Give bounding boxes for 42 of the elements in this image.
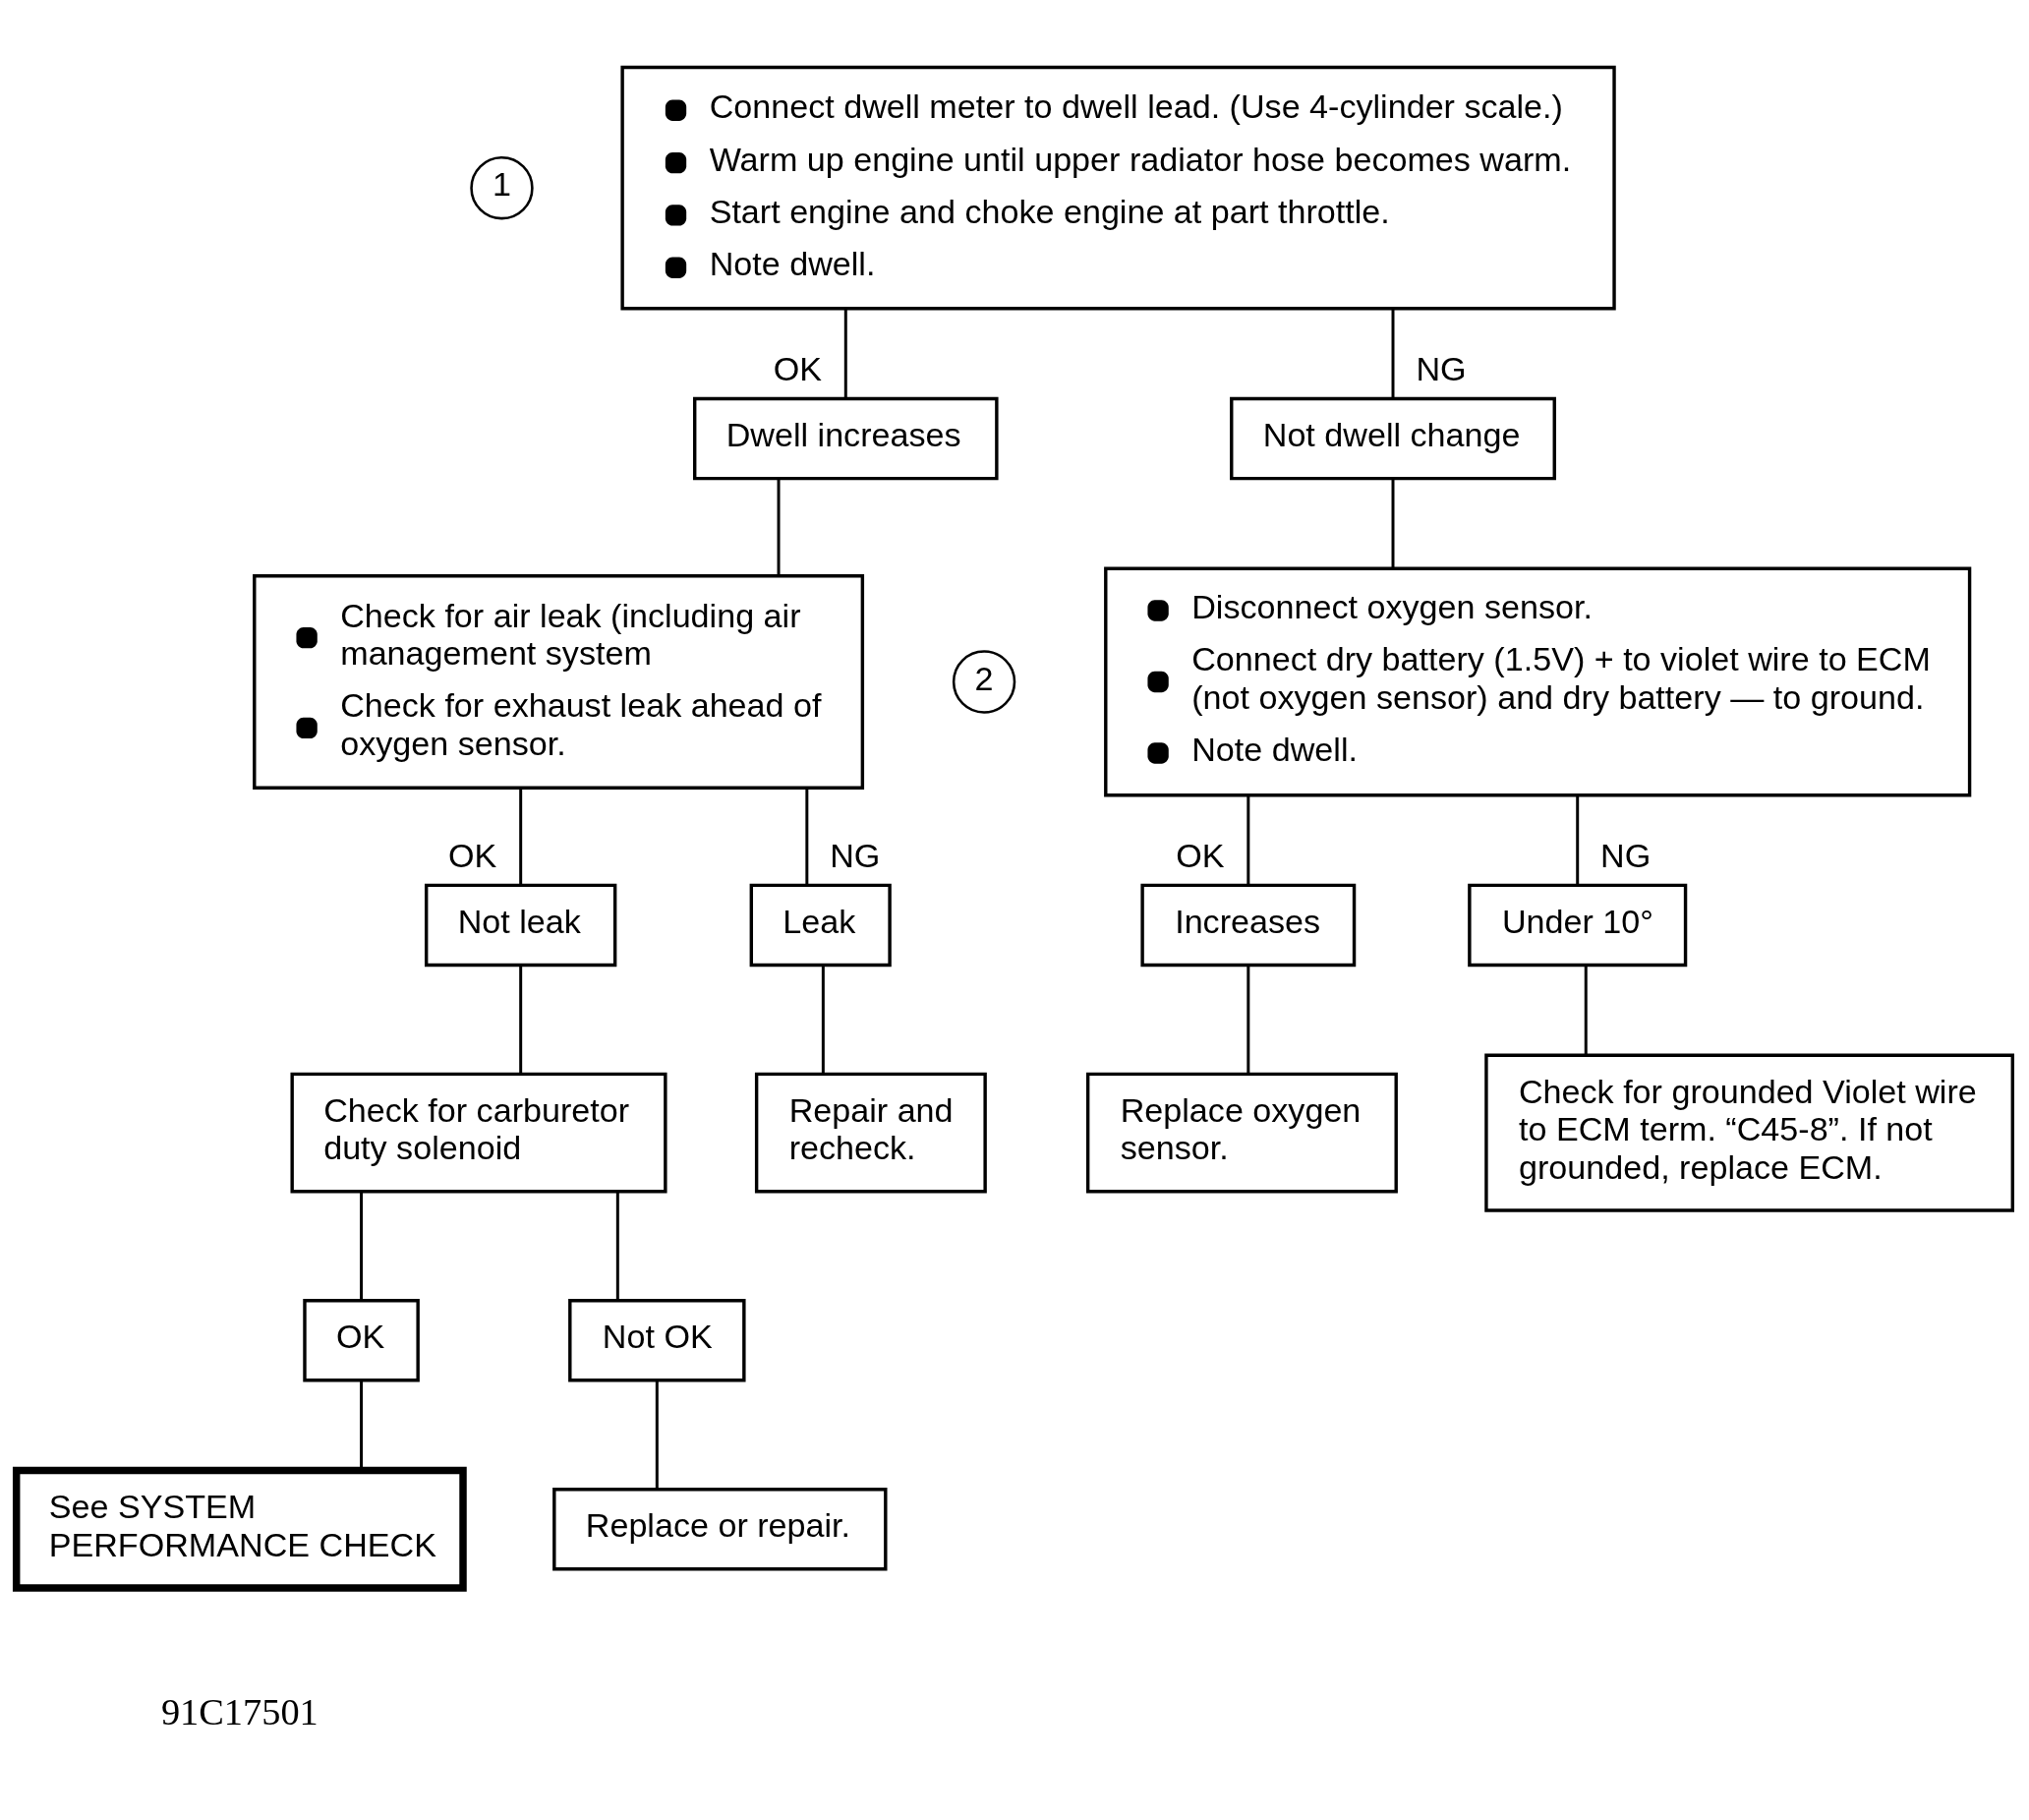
connector xyxy=(1391,478,1395,568)
node-box: Not leak xyxy=(425,883,617,967)
connector xyxy=(1576,794,1580,885)
node-label: 1 xyxy=(492,164,511,203)
node-box: Under 10° xyxy=(1468,883,1688,967)
edge-label: OK xyxy=(773,349,822,387)
node-box: Check for carburetor duty solenoid xyxy=(290,1072,667,1194)
edge-label: OK xyxy=(448,836,497,874)
label: 91C17501 xyxy=(160,1690,319,1732)
connector xyxy=(1246,794,1250,885)
node-box: Leak xyxy=(749,883,892,967)
node-box: See SYSTEM PERFORMANCE CHECK xyxy=(12,1466,467,1592)
connector xyxy=(777,478,781,575)
connector xyxy=(615,1191,619,1301)
node-box: Not OK xyxy=(568,1298,746,1381)
node-box: Increases xyxy=(1140,883,1357,967)
node-box: Check for air leak (including air management system Check for exhaust leak ahead of oxygen sensor. xyxy=(253,573,865,790)
edge-label: NG xyxy=(1600,836,1652,874)
node-box: Not dwell change xyxy=(1230,396,1556,480)
connector xyxy=(360,1380,364,1470)
node-box: Dwell increases xyxy=(693,396,999,480)
node-box: Replace or repair. xyxy=(552,1487,888,1570)
connector xyxy=(519,965,523,1074)
node-label: 2 xyxy=(974,659,994,697)
connector xyxy=(519,787,523,885)
connector xyxy=(843,308,847,398)
connector xyxy=(655,1380,659,1490)
edge-label: OK xyxy=(1176,836,1225,874)
edge-label: NG xyxy=(830,836,881,874)
connector xyxy=(805,787,809,885)
edge-label: NG xyxy=(1416,349,1467,387)
node-box: Connect dwell meter to dwell lead. (Use 4-cylinder scale.) Warm up engine until upper radiator hose becomes warm. Start engine and choke engine at part throttle. Note dwell. xyxy=(620,65,1616,311)
node-box: Disconnect oxygen sensor. Connect dry battery (1.5V) + to violet wire to ECM (not oxygen sensor) and dry battery — to ground. Note dwell. xyxy=(1104,566,1972,796)
connector xyxy=(1584,965,1588,1055)
connector xyxy=(360,1191,364,1301)
node-box: Replace oxygen sensor. xyxy=(1085,1072,1398,1194)
node-box: OK xyxy=(303,1298,420,1381)
connector xyxy=(821,965,825,1074)
connector xyxy=(1246,965,1250,1074)
node-box: Repair and recheck. xyxy=(754,1072,987,1194)
connector xyxy=(1391,308,1395,398)
node-box: Check for grounded Violet wire to ECM term. “C45-8”. If not grounded, replace ECM. xyxy=(1484,1052,2014,1212)
